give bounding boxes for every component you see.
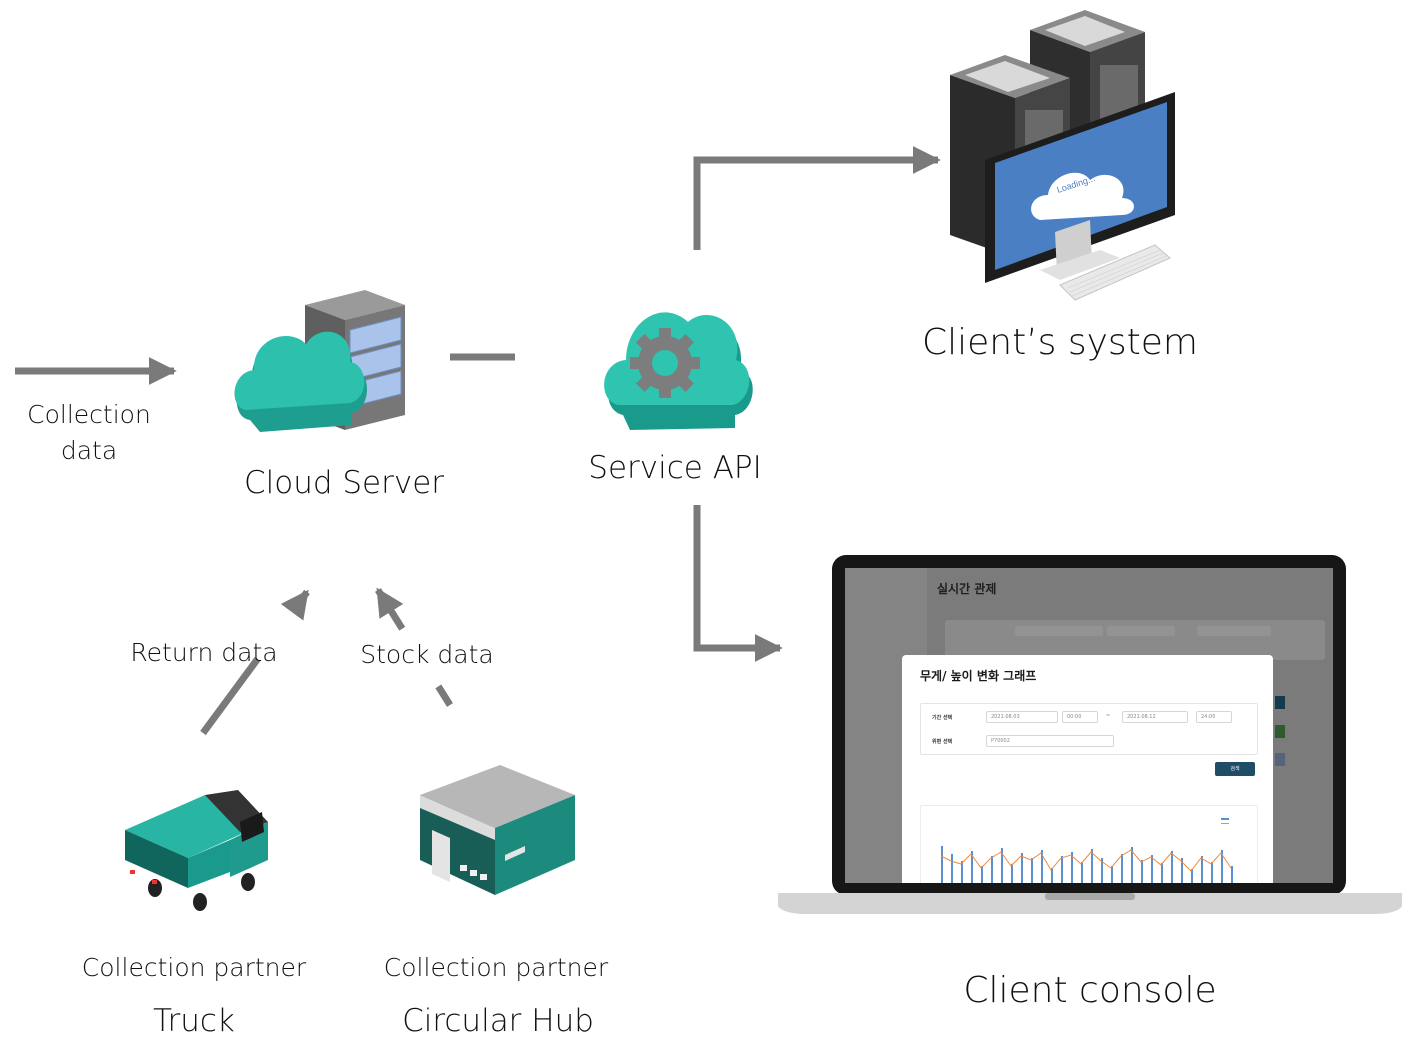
date-from-input[interactable]: 2021.08.03 xyxy=(986,711,1058,723)
truck-icon xyxy=(125,790,268,911)
return-data-arrow xyxy=(200,589,310,736)
client-console-screen: 실시간 관제 무게/ 높이 변화 그래프 기간 선택 2021.08.03 00… xyxy=(845,568,1333,883)
circular-hub-label: Circular Hub xyxy=(402,1003,594,1039)
collection-data-line-1: Collection xyxy=(27,400,151,429)
cloud-server-label: Cloud Server xyxy=(243,465,445,501)
console-page-title: 실시간 관제 xyxy=(937,582,997,596)
console-filter-select-3[interactable] xyxy=(1197,626,1271,636)
client-system-icon: Loading... xyxy=(950,10,1175,301)
truck-label: Truck xyxy=(153,1003,235,1039)
device-input[interactable]: P70002 xyxy=(986,735,1114,747)
search-button[interactable]: 검색 xyxy=(1215,762,1255,776)
api-to-client-console-arrow xyxy=(693,505,783,662)
chart-line xyxy=(940,849,1232,872)
hub-partner-label: Collection partner xyxy=(383,953,609,982)
range-tilde: ~ xyxy=(1106,713,1111,719)
period-label: 기간 선택 xyxy=(932,715,953,721)
time-to-select[interactable]: 24:00 xyxy=(1196,711,1232,723)
console-side-button-2[interactable] xyxy=(1275,725,1285,738)
graph-modal: 무게/ 높이 변화 그래프 기간 선택 2021.08.03 00:00 ~ 2… xyxy=(902,655,1273,883)
console-side-button-3[interactable] xyxy=(1275,753,1285,766)
api-to-client-system-arrow xyxy=(693,146,941,250)
device-label: 위편 선택 xyxy=(932,739,953,745)
weight-height-chart-svg xyxy=(940,818,1233,883)
chart-bars xyxy=(941,846,1233,883)
truck-partner-label: Collection partner xyxy=(81,953,307,982)
stock-data-arrow xyxy=(375,587,453,707)
date-to-input[interactable]: 2021.08.12 xyxy=(1122,711,1188,723)
collection-data-label: Collection data xyxy=(20,397,158,469)
return-data-label: Return data xyxy=(130,638,278,667)
stock-data-label: Stock data xyxy=(360,640,494,669)
circular-hub-icon xyxy=(420,765,575,895)
time-from-select[interactable]: 00:00 xyxy=(1062,711,1098,723)
chart-legend-line xyxy=(1221,823,1229,824)
console-filter-select-1[interactable] xyxy=(1015,626,1103,636)
modal-title: 무게/ 높이 변화 그래프 xyxy=(920,669,1037,683)
cloud-server-icon xyxy=(234,290,405,432)
collection-data-line-2: data xyxy=(60,436,118,465)
chart-legend-bar xyxy=(1221,818,1229,820)
weight-height-chart xyxy=(920,805,1258,883)
service-api-icon xyxy=(604,312,753,430)
service-api-label: Service API xyxy=(588,450,762,486)
console-filter-select-2[interactable] xyxy=(1107,626,1175,636)
modal-filter-box xyxy=(920,703,1258,755)
client-console-label: Client console xyxy=(963,970,1217,1011)
console-side-button-1[interactable] xyxy=(1275,696,1285,709)
clients-system-label: Client’s system xyxy=(921,322,1198,363)
